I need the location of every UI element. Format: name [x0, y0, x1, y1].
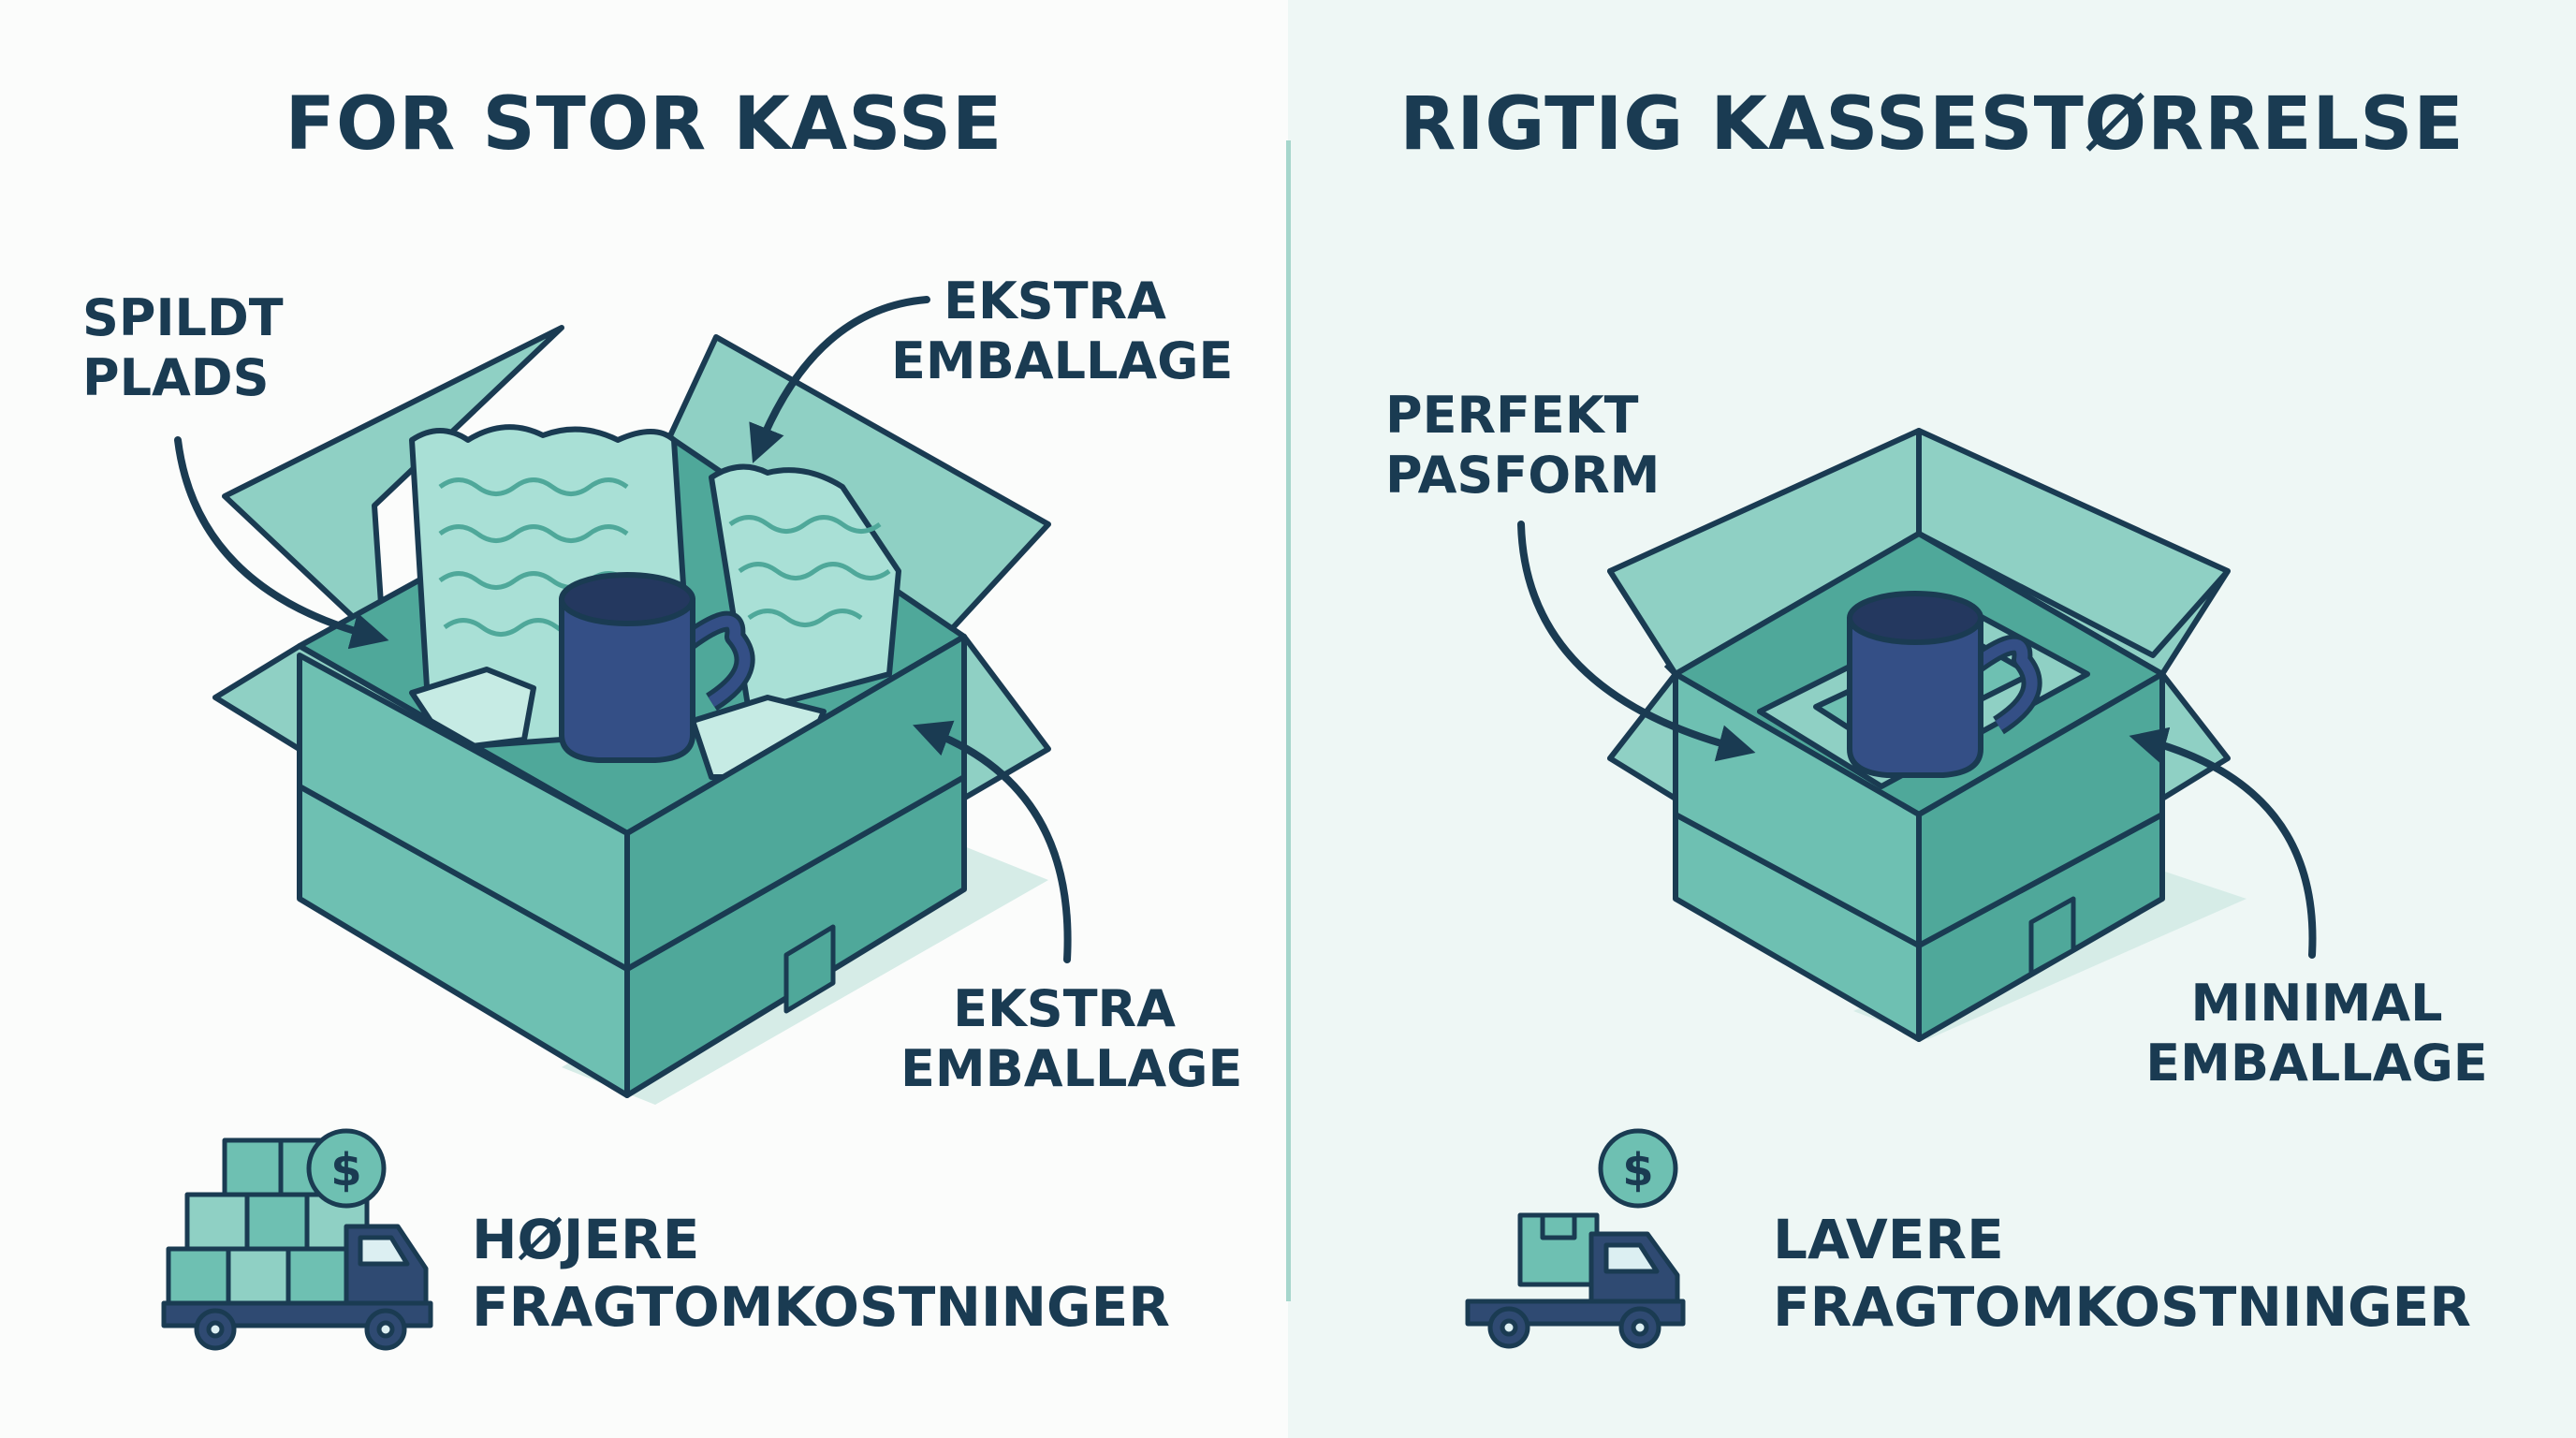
- curved-arrow-icon: [174, 436, 389, 650]
- label-perfect-fit: PERFEKT PASFORM: [1385, 386, 1661, 505]
- higher-freight-costs-text: HØJERE FRAGTOMKOSTNINGER: [472, 1208, 1170, 1339]
- curved-arrow-icon: [749, 296, 930, 463]
- label-minimal-packaging: MINIMAL EMBALLAGE: [2145, 974, 2488, 1093]
- label-extra-packaging-top: EKSTRA EMBALLAGE: [891, 271, 1234, 390]
- delivery-truck-icon: [161, 1137, 433, 1351]
- right-panel-title: RIGTIG KASSESTØRRELSE: [1399, 82, 2465, 167]
- panel-divider: [1286, 140, 1291, 1301]
- left-currency-symbol: $: [330, 1144, 361, 1196]
- curved-arrow-icon: [2129, 726, 2317, 959]
- mug-icon: [1847, 591, 2042, 778]
- dollar-coin-icon: [1598, 1128, 1678, 1209]
- label-extra-packaging-bottom: EKSTRA EMBALLAGE: [900, 979, 1243, 1098]
- label-wasted-space: SPILDT PLADS: [82, 288, 284, 407]
- dollar-coin-icon: [306, 1128, 387, 1209]
- lower-freight-costs-text: LAVERE FRAGTOMKOSTNINGER: [1773, 1208, 2471, 1339]
- delivery-truck-icon: [1465, 1212, 1686, 1349]
- mug-icon: [559, 572, 755, 763]
- curved-arrow-icon: [1517, 521, 1756, 762]
- curved-arrow-icon: [913, 720, 1072, 963]
- left-panel-title: FOR STOR KASSE: [285, 82, 1003, 167]
- oversized-box: [212, 325, 1051, 1105]
- right-currency-symbol: $: [1622, 1144, 1653, 1196]
